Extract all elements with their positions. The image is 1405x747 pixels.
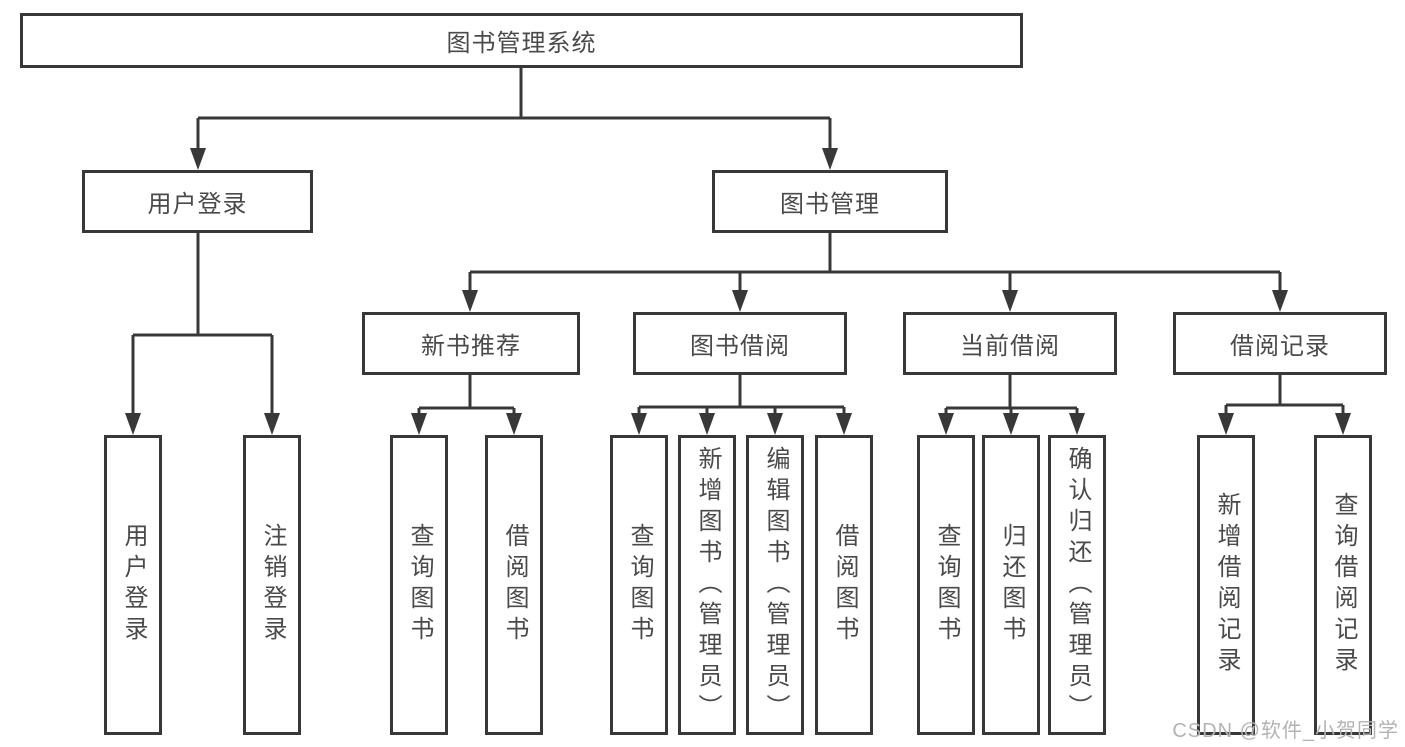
- node-user-login-action: 用户登录: [104, 435, 162, 735]
- node-book-borrow: 图书借阅: [633, 312, 847, 375]
- node-edit-books-admin: 编辑图书（管理员）: [746, 435, 804, 735]
- arrowhead-icon: [1002, 290, 1018, 312]
- arrowhead-icon: [938, 413, 954, 435]
- node-confirm-return-admin: 确认归还（管理员）: [1048, 435, 1106, 735]
- arrowhead-icon: [190, 148, 206, 170]
- node-return-books: 归还图书: [982, 435, 1040, 735]
- arrowhead-icon: [1335, 413, 1351, 435]
- arrowhead-icon: [631, 413, 647, 435]
- arrowhead-icon: [411, 413, 427, 435]
- node-current-borrow: 当前借阅: [903, 312, 1117, 375]
- node-query-borrow-record: 查询借阅记录: [1314, 435, 1372, 735]
- node-user-login: 用户登录: [82, 170, 313, 233]
- arrowhead-icon: [125, 413, 141, 435]
- arrowhead-icon: [836, 413, 852, 435]
- arrowhead-icon: [1069, 413, 1085, 435]
- node-borrow-books-recommend: 借阅图书: [485, 435, 543, 735]
- arrowhead-icon: [462, 290, 478, 312]
- arrowhead-icon: [1272, 290, 1288, 312]
- watermark: CSDN @软件_小贺同学: [1172, 720, 1399, 742]
- node-query-books-recommend: 查询图书: [390, 435, 448, 735]
- node-query-books-current: 查询图书: [917, 435, 975, 735]
- node-borrow-books-action: 借阅图书: [815, 435, 873, 735]
- node-borrow-records: 借阅记录: [1173, 312, 1387, 375]
- node-new-book-recommend: 新书推荐: [362, 312, 580, 375]
- arrowhead-icon: [506, 413, 522, 435]
- node-query-books-borrow: 查询图书: [610, 435, 668, 735]
- node-root: 图书管理系统: [20, 13, 1023, 68]
- arrowhead-icon: [822, 148, 838, 170]
- arrowhead-icon: [699, 413, 715, 435]
- arrowhead-icon: [732, 290, 748, 312]
- arrowhead-icon: [264, 413, 280, 435]
- arrowhead-icon: [1003, 413, 1019, 435]
- arrowhead-icon: [767, 413, 783, 435]
- node-logout-action: 注销登录: [243, 435, 301, 735]
- node-add-borrow-record: 新增借阅记录: [1197, 435, 1255, 735]
- arrowhead-icon: [1218, 413, 1234, 435]
- node-book-management: 图书管理: [712, 170, 948, 233]
- node-add-books-admin: 新增图书（管理员）: [678, 435, 736, 735]
